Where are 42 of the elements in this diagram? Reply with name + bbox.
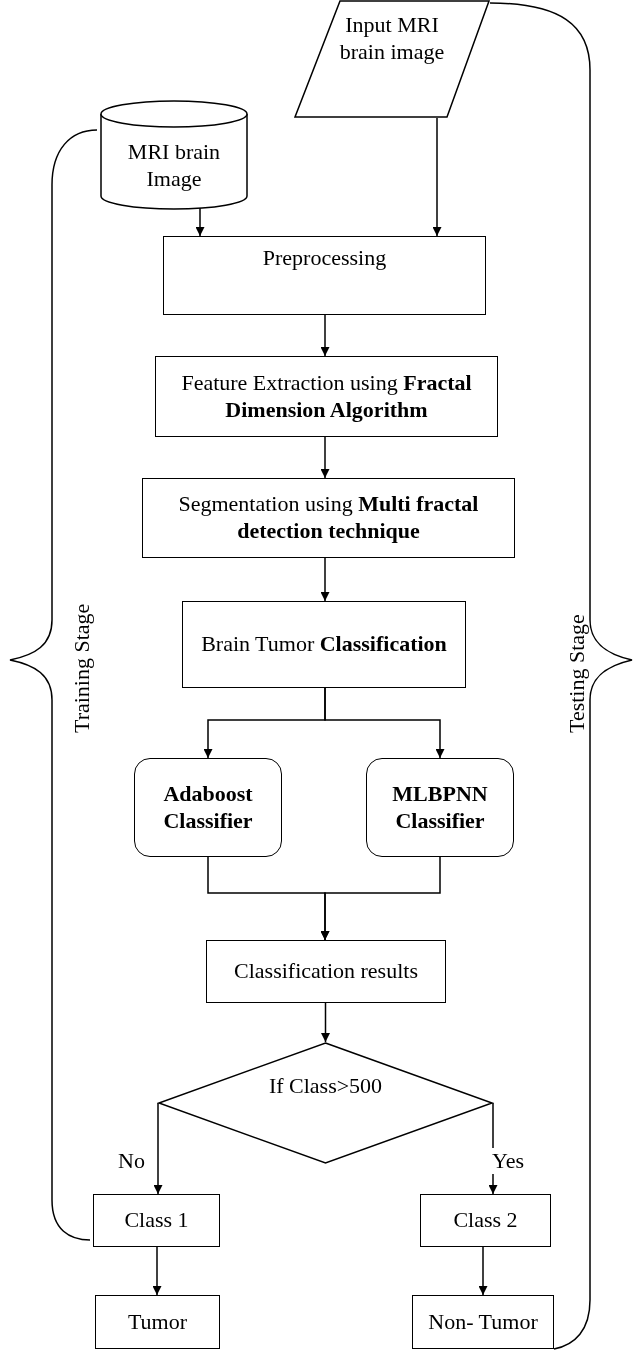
- arrow: [478, 1246, 488, 1296]
- arrow: [195, 207, 205, 237]
- stage-label: Testing Stage: [564, 613, 590, 733]
- node-label: If Class>500: [268, 1072, 383, 1100]
- node-label: Input MRI brain image: [338, 12, 446, 66]
- process-box: [142, 478, 515, 558]
- node-label: Adaboost Classifier: [162, 780, 254, 835]
- node-label: MRI brain Image: [126, 139, 222, 193]
- process-box: [206, 940, 446, 1003]
- process-box: [155, 356, 498, 437]
- process-box: [163, 236, 486, 315]
- arrow: [320, 314, 330, 357]
- node-label: Class 1: [124, 1207, 189, 1234]
- arrow: [153, 1102, 163, 1195]
- stage-label: Training Stage: [69, 602, 95, 733]
- node-label: Class 2: [453, 1207, 518, 1234]
- node-label: Segmentation using Multi fractal detection technique: [177, 491, 480, 545]
- node-label: Non- Tumor: [428, 1308, 538, 1336]
- classifier-box: [366, 758, 514, 857]
- arrow: [320, 436, 330, 479]
- arrow: [320, 557, 330, 602]
- node-label: Brain Tumor Classification: [201, 631, 447, 658]
- classifier-box: [134, 758, 282, 857]
- arrow: [432, 117, 442, 237]
- arrow: [320, 856, 441, 941]
- class-box: [420, 1194, 551, 1247]
- input-parallelogram: [294, 0, 490, 118]
- edge-label: Yes: [490, 1148, 526, 1174]
- process-box: [182, 601, 466, 688]
- node-label: MLBPNN Classifier: [391, 780, 489, 835]
- node-label: Classification results: [234, 958, 418, 985]
- decision-diamond: [158, 1042, 493, 1164]
- arrow: [321, 1002, 330, 1043]
- class-box: [93, 1194, 220, 1247]
- result-box: [412, 1295, 554, 1349]
- database-cylinder: [100, 100, 248, 210]
- arrow: [324, 687, 445, 759]
- node-label: Preprocessing: [262, 245, 387, 272]
- result-box: [95, 1295, 220, 1349]
- arrow: [152, 1246, 162, 1296]
- node-label: Tumor: [127, 1308, 188, 1336]
- node-label: Feature Extraction using Fractal Dimension Algorithm: [180, 369, 473, 424]
